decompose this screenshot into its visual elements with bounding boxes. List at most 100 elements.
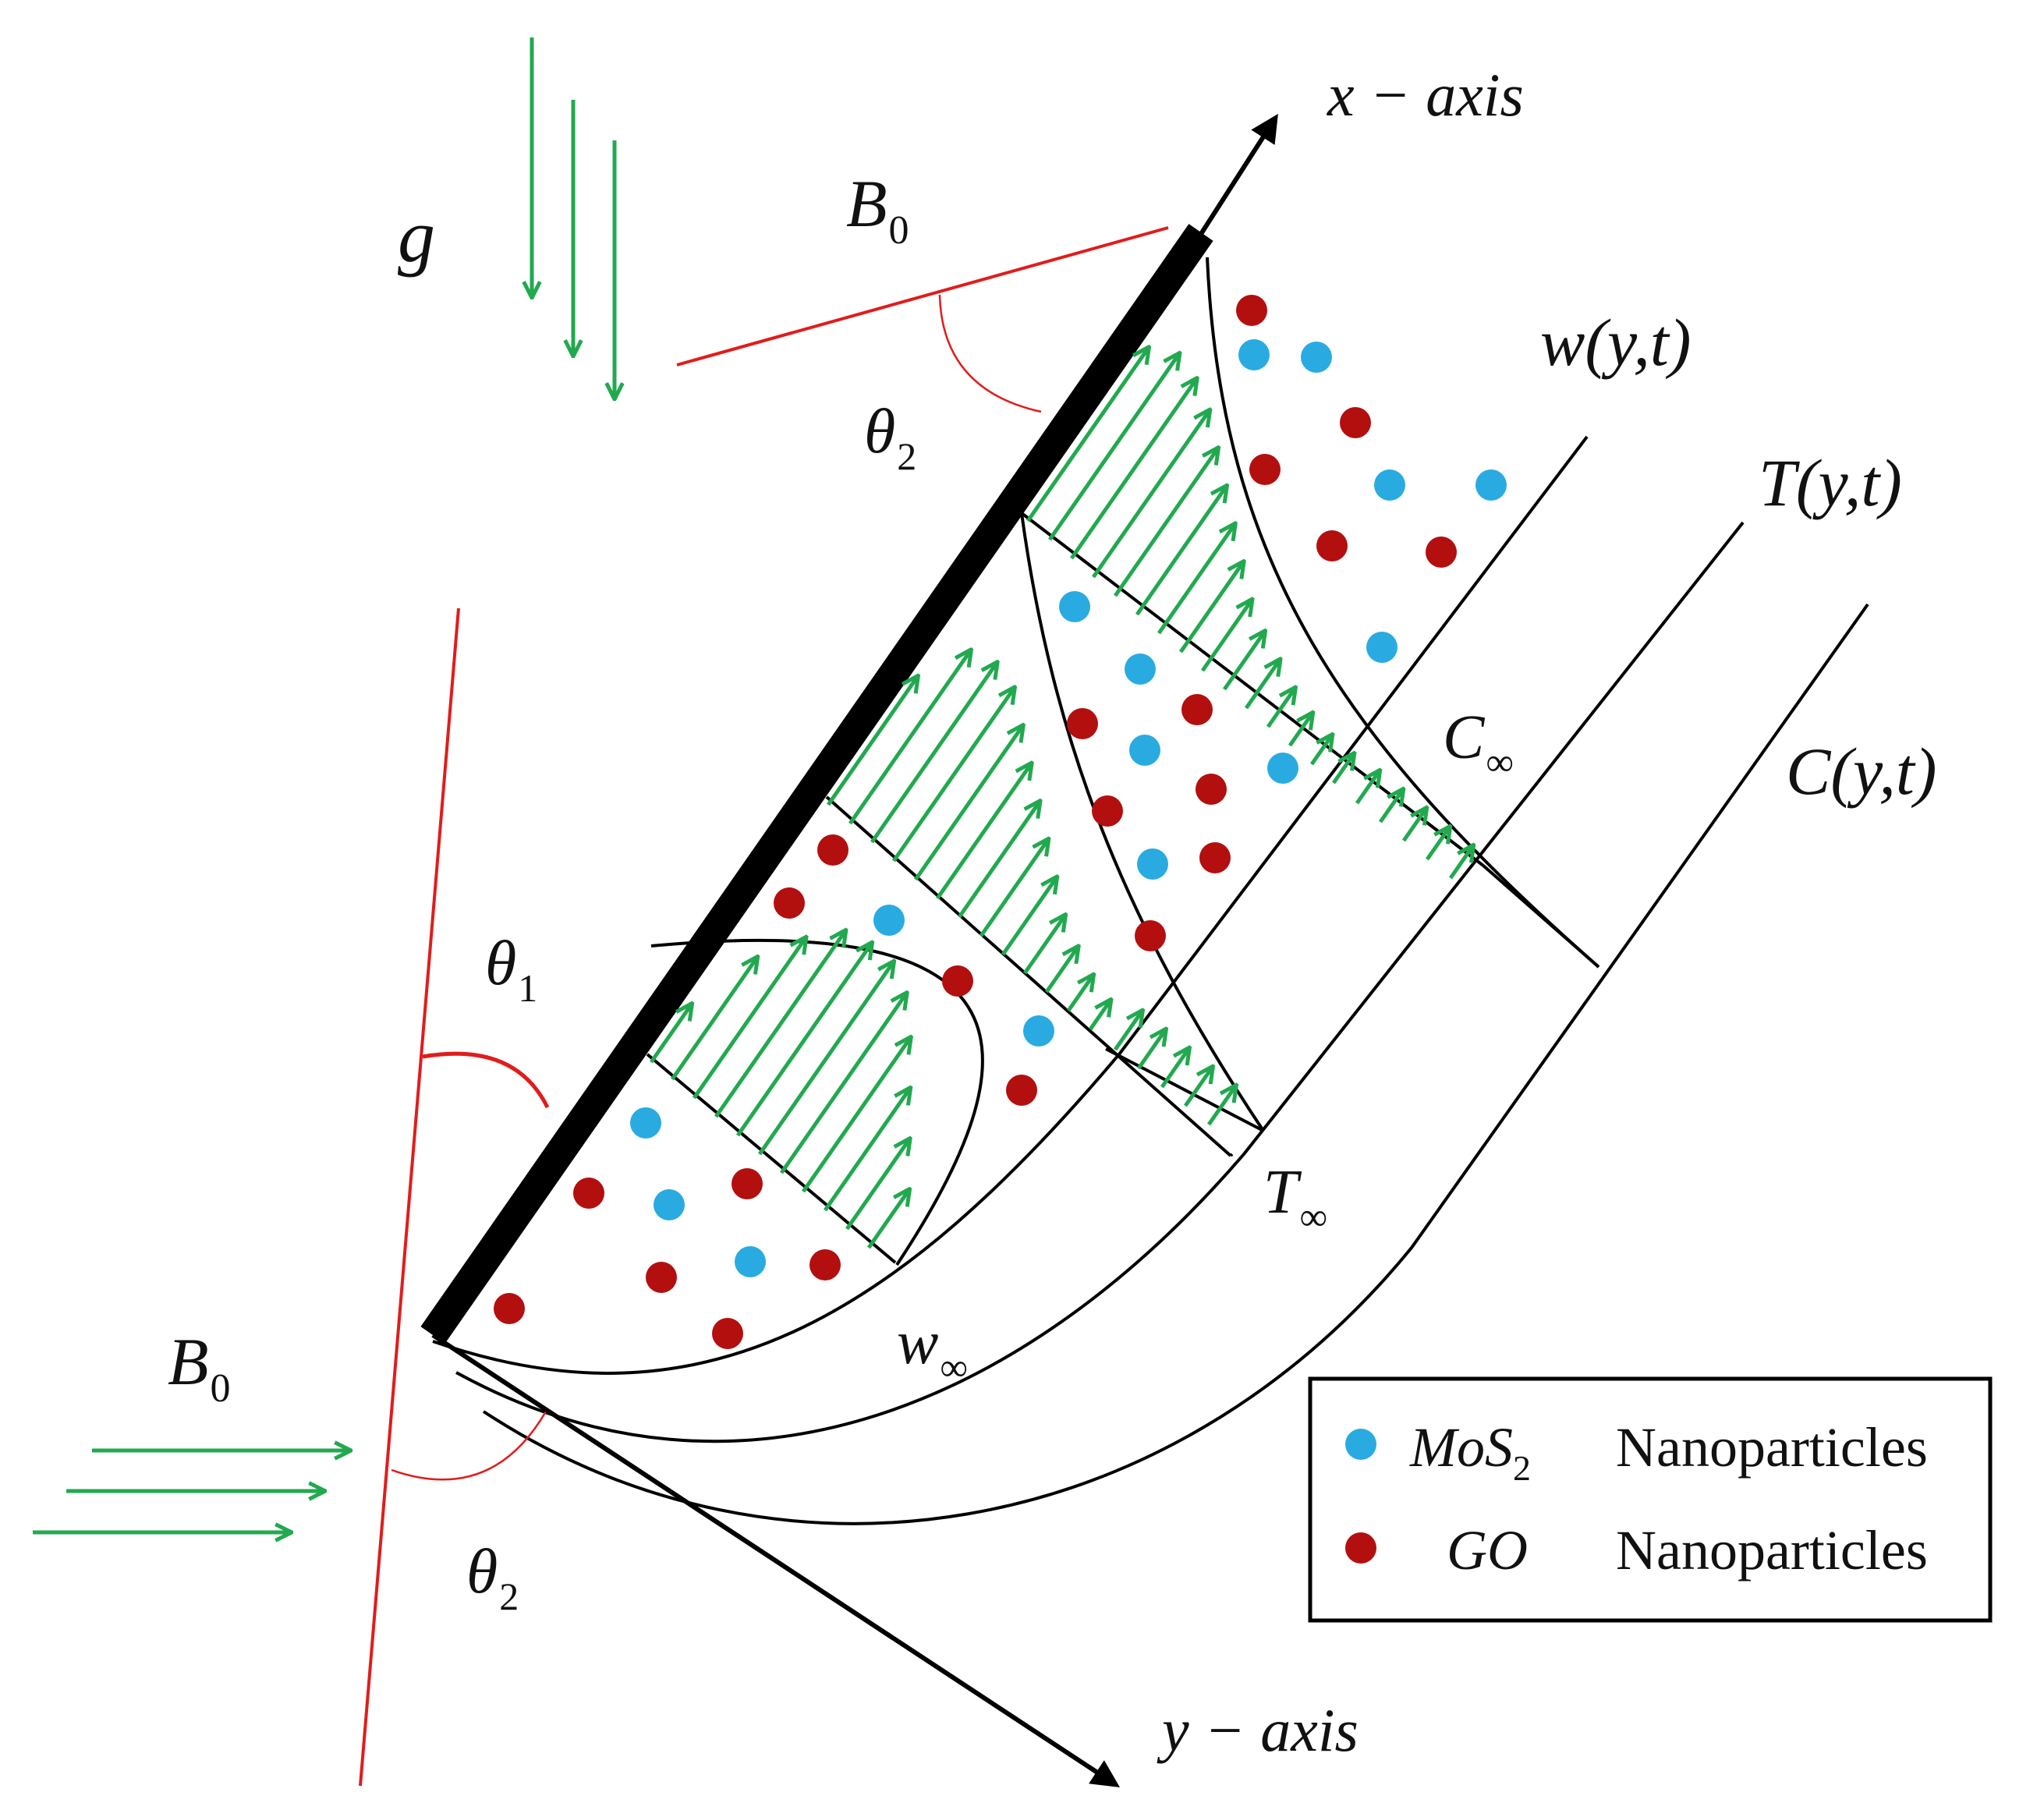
velocity-arrow — [779, 994, 906, 1174]
velocity-arrow — [957, 802, 1040, 919]
velocity-arrow — [670, 958, 757, 1081]
mos2-particle — [630, 1107, 661, 1139]
velocity-arrow — [826, 677, 917, 806]
axes — [431, 113, 1278, 1787]
c-profile-label: C(y,t) — [1786, 734, 1936, 809]
velocity-arrow — [1160, 1049, 1188, 1089]
velocity-arrow — [935, 764, 1031, 900]
go-particle — [573, 1178, 604, 1209]
w-inf-label: w∞ — [897, 1309, 968, 1389]
mos2-particle — [873, 905, 905, 936]
velocity-arrow — [1113, 1011, 1142, 1051]
velocity-arrow — [823, 1089, 910, 1212]
velocity-arrow — [1206, 1086, 1235, 1126]
velocity-arrow — [1022, 916, 1065, 975]
velocity-arrow — [1244, 660, 1280, 710]
mos2-particle — [735, 1246, 766, 1277]
mos2-particle — [1301, 342, 1332, 373]
w-inf-edge-curve — [432, 435, 1589, 1375]
go-particle — [494, 1293, 525, 1324]
velocity-arrow — [1135, 487, 1226, 616]
go-particle — [1316, 530, 1348, 561]
external-arrows — [33, 37, 615, 1532]
cross-section-line-1 — [646, 1053, 897, 1264]
legend-symbol-go: GO — [1447, 1519, 1528, 1581]
velocity-arrow — [692, 938, 806, 1100]
x-axis-arrow — [1199, 113, 1278, 236]
magnetic-field-lines — [359, 226, 1169, 1787]
go-particle — [817, 834, 848, 866]
velocity-arrow — [891, 688, 1014, 862]
mos2-particle — [1023, 1015, 1054, 1047]
go-particle — [1199, 842, 1231, 873]
field-label-left: B0 — [168, 1324, 231, 1411]
theta2-top-label: θ2 — [864, 395, 916, 478]
go-particle — [774, 887, 805, 919]
velocity-arrow — [1309, 735, 1332, 766]
w-profile-label: w(y,t) — [1540, 305, 1691, 380]
velocity-arrow — [1157, 524, 1235, 635]
go-particle — [1181, 694, 1213, 725]
nanoparticles — [494, 295, 1507, 1349]
go-particle — [1196, 774, 1227, 805]
theta2-top-arc — [938, 294, 1042, 413]
velocity-arrow — [1448, 846, 1473, 880]
velocity-decay-curve-2 — [1206, 257, 1600, 969]
velocity-arrow — [1266, 689, 1295, 728]
go-particle — [646, 1262, 677, 1293]
cross-section-line-2 — [825, 795, 1232, 1157]
go-particle — [809, 1249, 841, 1280]
inclined-plate — [420, 224, 1213, 1344]
legend-item-go: GO Nanoparticles — [1345, 1519, 1928, 1581]
mos2-particle — [1129, 735, 1160, 766]
mos2-particle — [1475, 469, 1507, 501]
velocity-arrow — [870, 663, 997, 844]
velocity-arrow — [1331, 754, 1354, 785]
theta2-bottom-arc — [391, 1411, 547, 1481]
theta1-arc — [422, 1051, 550, 1109]
velocity-arrow — [757, 962, 893, 1156]
velocity-arrow — [1200, 600, 1252, 672]
velocity-arrow — [848, 650, 970, 825]
go-particle — [1340, 407, 1371, 438]
go-particle — [942, 965, 973, 997]
velocity-arrow — [649, 1004, 691, 1064]
x-axis-label: x − axis — [1327, 61, 1524, 129]
mos2-particle — [1267, 753, 1298, 784]
velocity-arrow — [913, 726, 1022, 881]
y-axis-arrow — [431, 1333, 1121, 1787]
go-particle — [1006, 1075, 1037, 1106]
velocity-arrow — [1069, 379, 1196, 560]
cross-section-line-3 — [1020, 512, 1485, 867]
velocity-arrow — [1378, 790, 1403, 823]
legend-symbol-mos2: MoS2 — [1409, 1416, 1531, 1488]
velocity-arrows — [649, 348, 1473, 1249]
velocity-arrow — [1183, 1068, 1212, 1107]
velocity-arrow — [735, 944, 871, 1137]
velocity-arrow — [1425, 827, 1450, 861]
mos2-particle — [1125, 653, 1156, 685]
velocity-arrow — [979, 840, 1048, 937]
velocity-arrow — [1401, 809, 1426, 842]
velocity-arrow — [1136, 1030, 1165, 1070]
field-line-left — [359, 607, 460, 1787]
velocity-profile-curve — [650, 938, 984, 1266]
t-inf-label: T∞ — [1263, 1158, 1327, 1238]
field-line-top — [676, 226, 1169, 367]
field-label-top: B0 — [846, 166, 909, 253]
velocity-arrow — [845, 1139, 909, 1231]
gravity-label: g — [398, 194, 435, 278]
red-dot-icon — [1345, 1532, 1376, 1564]
velocity-arrow — [1044, 947, 1078, 994]
velocity-arrow — [1066, 976, 1093, 1012]
labels: x − axis y − axis g B0 B0 θ1 θ2 θ2 w(y,t… — [168, 61, 1936, 1764]
y-axis-label: y − axis — [1157, 1696, 1359, 1764]
legend-item-mos2: MoS2 Nanoparticles — [1345, 1416, 1928, 1488]
velocity-arrow — [1088, 1001, 1111, 1031]
t-profile-label: T(y,t) — [1759, 445, 1902, 520]
mos2-particle — [1137, 848, 1168, 880]
boundary-curves — [432, 257, 1869, 1525]
go-particle — [1236, 295, 1267, 326]
go-particle — [1067, 708, 1098, 739]
